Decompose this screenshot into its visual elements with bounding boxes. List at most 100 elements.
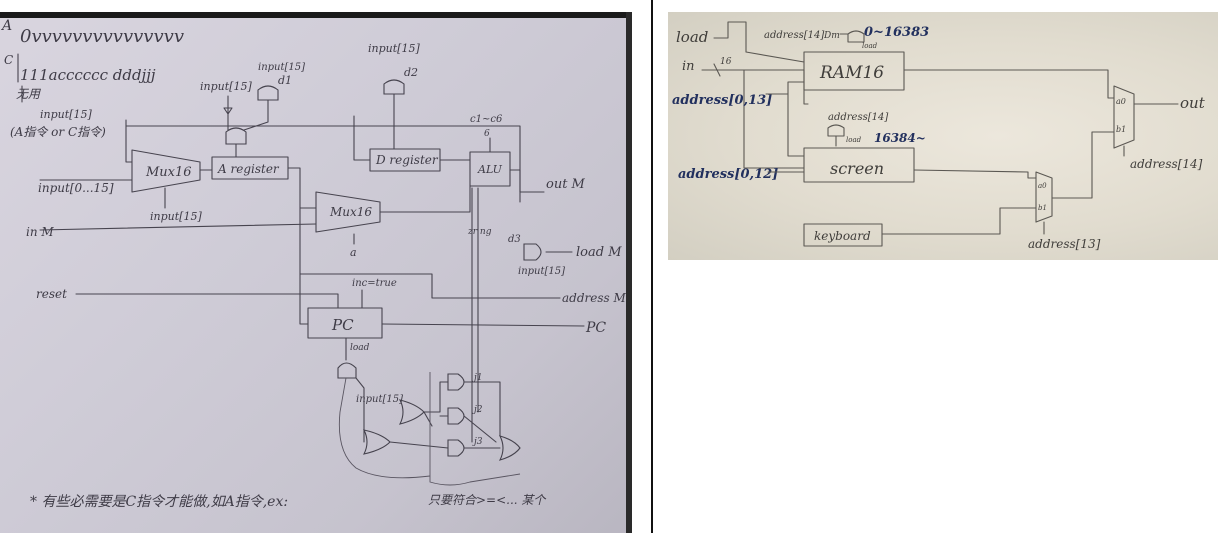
j3-label: j3 [472, 437, 483, 447]
or-gate-mid [398, 399, 425, 425]
d1-to-gate-wire [243, 99, 269, 131]
a-select-label: a [350, 246, 357, 259]
memory-diagram-photo: load address[14] Dm load 0~16383 in 16 R… [668, 12, 1218, 260]
load-m-gate [523, 243, 542, 261]
zr-ng-label: zr ng [467, 227, 492, 237]
reset-wire [75, 293, 339, 309]
d1-gate [257, 85, 279, 101]
screen-label: screen [830, 159, 884, 178]
j1-label: j1 [472, 373, 483, 383]
address-0-13-label: address[0,13] [672, 93, 772, 108]
j2-label: j2 [472, 405, 483, 415]
jump-wires [355, 377, 501, 449]
a-or-c-note: (A指令 or C指令) [10, 125, 106, 139]
address-14-out-label: address[14] [1130, 157, 1203, 171]
input15-loadm-label: input[15] [518, 266, 565, 277]
keyboard-label: keyboard [814, 229, 871, 243]
j3-gate [447, 439, 465, 457]
mux16-right-label: Mux16 [329, 205, 372, 219]
input-range-label: input[0...15] [38, 181, 114, 195]
in-width: 16 [720, 57, 732, 67]
address-14-dmux-label: address[14] [764, 30, 824, 41]
mux-to-alu-wire [379, 185, 471, 213]
alu-to-dreg-wire [353, 115, 371, 161]
ram16-label: RAM16 [819, 63, 884, 83]
screen-range: 16384~ [874, 131, 926, 145]
mux-b1-label: b1 [1116, 125, 1126, 134]
in-wire [701, 63, 809, 169]
ram-range: 0~16383 [864, 25, 929, 40]
j2-gate [447, 407, 465, 425]
d1-label: d1 [278, 74, 292, 87]
load-m-label: load M [576, 245, 622, 260]
in-label: in [682, 59, 695, 74]
d2-label: d2 [404, 66, 418, 79]
photo-top-edge [0, 12, 632, 18]
panel-divider [651, 0, 653, 533]
areg-load-gate [225, 127, 247, 145]
input15-to-mux-wire [125, 119, 133, 163]
input15-d2-label: input[15] [368, 42, 420, 55]
d2-gate [383, 79, 405, 95]
or-gate-low [362, 429, 391, 455]
alu-feedback-wire [125, 125, 521, 203]
mux-a0-label: a0 [1116, 97, 1126, 106]
cpu-diagram: A 0vvvvvvvvvvvvvvv C 111acccccc dddjjj 无… [0, 18, 626, 510]
d-register-label: D register [375, 153, 439, 167]
mux2-out-wire [1051, 131, 1115, 199]
a-to-pc-wire [299, 273, 309, 325]
photo-right-edge [626, 12, 632, 533]
address-0-12-label: address[0,12] [678, 167, 778, 182]
mux16-label: Mux16 [145, 165, 192, 180]
a-register-label: A register [217, 162, 280, 176]
pc-out-label: PC [585, 320, 606, 336]
memory-diagram: load address[14] Dm load 0~16383 in 16 R… [672, 21, 1206, 251]
address-m-label: address M [562, 291, 626, 305]
mux2-a0-label: a0 [1038, 182, 1047, 190]
compare-bracket [429, 372, 521, 486]
row-a-label: A [0, 18, 12, 34]
pc-load-label: load [350, 343, 370, 353]
ram-load-gate [847, 30, 865, 43]
mux-select-label: input[15] [150, 210, 202, 223]
pc-out-wire [381, 323, 585, 327]
row-c-label: C [4, 53, 13, 67]
reset-label: reset [36, 287, 67, 301]
dmux-label: Dm [823, 31, 840, 41]
address-0-13-wire [765, 81, 805, 157]
c1-c6-label: c1~c6 [470, 114, 503, 125]
screen-out-wire [913, 169, 1037, 179]
footnote: * 有些必需要是C指令才能做,如A指令,ex: [30, 494, 288, 510]
address-m-wire [299, 207, 561, 299]
load-label: load [676, 28, 708, 46]
in-m-wire [39, 223, 317, 231]
load-screen-label: load [846, 136, 862, 144]
keyboard-wire [881, 207, 1037, 235]
keyboard-box [803, 223, 883, 247]
cpu-diagram-photo: A 0vvvvvvvvvvvvvvv C 111acccccc dddjjj 无… [0, 12, 632, 533]
out-label: out [1180, 94, 1206, 112]
inc-true-label: inc=true [352, 278, 397, 289]
mux-output [1113, 85, 1135, 149]
or-gate-right [498, 435, 521, 461]
pc-box [307, 307, 383, 339]
d3-label: d3 [508, 234, 521, 245]
six-label: 6 [484, 129, 490, 139]
screen-load-gate [827, 124, 845, 137]
not-gate-a [223, 95, 233, 131]
out-m-label: out M [546, 177, 586, 192]
mux-screen-keyboard [1035, 171, 1053, 223]
input15-d1-label: input[15] [258, 62, 305, 73]
alu-out-wire [509, 169, 545, 193]
load-small-label: load [862, 42, 878, 50]
bit-marker-lines [17, 53, 23, 103]
c-instruction-bits: 111acccccc dddjjj [20, 66, 156, 84]
jump-or-gate [337, 362, 357, 379]
pc-box-label: PC [331, 316, 354, 334]
a-instruction-bits: 0vvvvvvvvvvvvvvv [20, 26, 184, 47]
in-m-label: in M [26, 225, 54, 239]
mux16-shape [131, 149, 201, 193]
input15-top-label: input[15] [40, 108, 92, 121]
areg-to-mux-wire [287, 167, 317, 209]
input15-a-label: input[15] [200, 80, 252, 93]
